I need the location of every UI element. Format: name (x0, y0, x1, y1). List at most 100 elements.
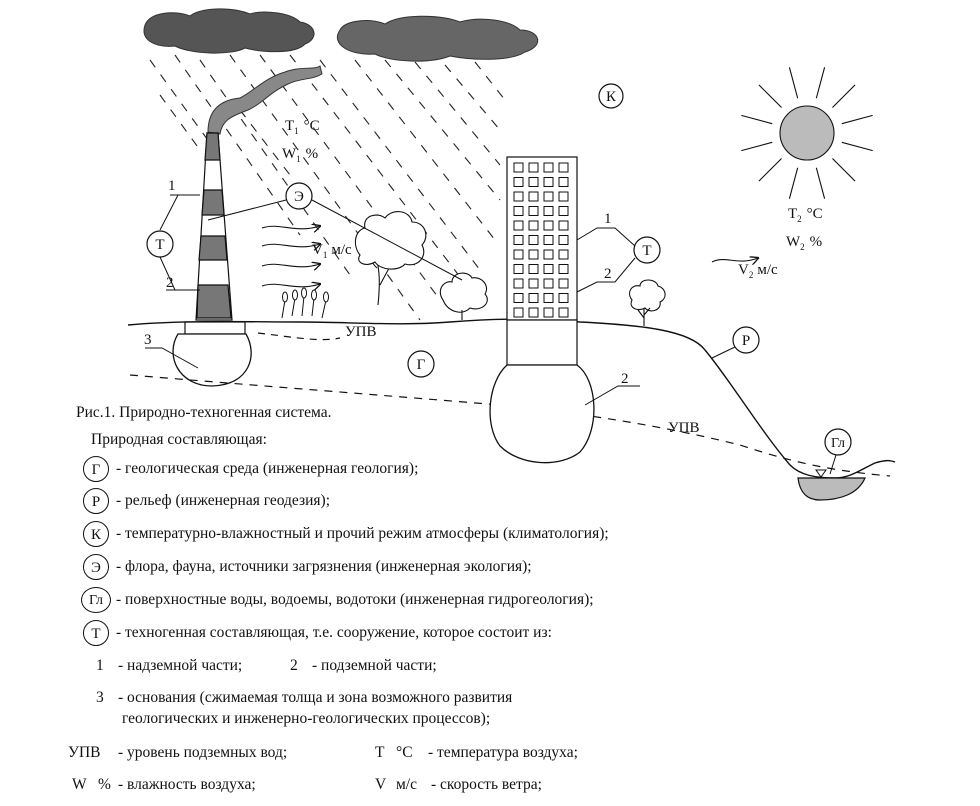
part-2-num: 2 (290, 657, 298, 674)
sun-ray (758, 84, 782, 108)
building-window (543, 220, 554, 231)
part-2-text: - подземной части; (312, 657, 437, 674)
building-window (543, 307, 554, 318)
building-window (513, 293, 524, 303)
chimney (184, 132, 246, 335)
building-window (513, 191, 524, 202)
part-3-num: 3 (96, 689, 104, 706)
def-t-symbol: T (375, 744, 385, 761)
building-window (528, 177, 539, 187)
svg-text:T1°C: T1°C (285, 118, 320, 136)
def-v-unit: м/с (396, 776, 417, 793)
label-G: Г (407, 350, 435, 378)
building-window (513, 278, 524, 289)
svg-text:Т: Т (642, 243, 651, 259)
legend-text-G: - геологическая среда (инженерная геолог… (116, 460, 419, 477)
legend-text-E: - флора, фауна, источники загрязнения (и… (116, 558, 532, 575)
sun-ray (758, 158, 782, 182)
svg-text:Э: Э (294, 189, 304, 205)
caption-title: Рис.1. Природно-техногенная система. (76, 404, 332, 421)
chimney-foundation (172, 333, 252, 387)
building-window (513, 264, 524, 274)
w1-label: W1% (282, 146, 318, 164)
label-T-left: Т (146, 230, 174, 258)
def-w-unit: % (98, 776, 111, 793)
building-window (513, 162, 524, 173)
num-2-building: 2 (604, 266, 612, 282)
building-window (513, 249, 524, 260)
cloud-left (143, 8, 315, 54)
building-window (543, 249, 554, 260)
building-window (528, 162, 539, 173)
building-window (558, 307, 569, 318)
part-3-line1: - основания (сжимаемая толща и зона возм… (118, 689, 513, 706)
svg-text:W2%: W2% (786, 234, 822, 252)
building-window (528, 235, 539, 245)
building-window (558, 235, 569, 245)
sun-ray (788, 167, 799, 199)
legend-text-R: - рельеф (инженерная геодезия); (116, 492, 331, 509)
building-window (528, 206, 539, 216)
building-window (528, 249, 539, 260)
tree-large (354, 211, 427, 306)
tree-right (629, 279, 666, 326)
leader-lines (145, 194, 837, 475)
upv-label-right: УПВ (668, 420, 699, 436)
legend-text-T: - техногенная составляющая, т.е. сооруже… (116, 624, 552, 641)
sun-ray (832, 158, 856, 182)
label-Gl: Гл (824, 428, 852, 456)
label-E: Э (285, 182, 313, 210)
building-window (558, 293, 569, 303)
building-window (558, 177, 569, 187)
sun (741, 67, 873, 199)
building-window (543, 206, 554, 216)
sun-ray (741, 141, 773, 152)
sun-ray (815, 67, 826, 99)
sun-ray (832, 84, 856, 108)
num-1-chimney: 1 (168, 178, 176, 194)
building-window (558, 162, 569, 173)
legend-symbol-G: Г (83, 456, 109, 482)
svg-text:К: К (606, 89, 617, 105)
def-t-text: - температура воздуха; (428, 744, 578, 761)
num-3: 3 (144, 332, 152, 348)
upv-label-upper: УПВ (345, 324, 376, 340)
caption-subtitle: Природная составляющая: (91, 431, 267, 448)
svg-text:Р: Р (742, 333, 750, 349)
building-window (543, 264, 554, 274)
ground-surface (127, 318, 896, 479)
building-window (543, 235, 554, 245)
def-v-symbol: V (375, 776, 387, 793)
legend-symbol-Gl: Гл (81, 587, 111, 613)
building-window (513, 177, 524, 187)
building-window (528, 191, 539, 202)
svg-text:Т: Т (155, 237, 164, 253)
building-window (558, 206, 569, 216)
building-window (558, 220, 569, 231)
label-K: К (598, 83, 624, 109)
legend-symbol-K: К (83, 521, 109, 547)
svg-text:Гл: Гл (831, 436, 845, 451)
def-w-symbol: W (72, 776, 87, 793)
legend-text-Gl: - поверхностные воды, водоемы, водотоки … (116, 591, 594, 608)
building-window (513, 220, 524, 231)
tree-small (439, 272, 488, 320)
legend-symbol-T: Т (83, 620, 109, 646)
building-window (513, 206, 524, 216)
wind-arrow-right (711, 258, 758, 262)
wind-arrows-left (261, 226, 320, 287)
t2-label: T2°C (788, 206, 823, 224)
building-window (543, 191, 554, 202)
water-body (797, 477, 866, 501)
cloud-right (337, 15, 538, 62)
w2-label: W2% (786, 234, 822, 252)
svg-text:W1%: W1% (282, 146, 318, 164)
part-1-text: - надземной части; (118, 657, 243, 674)
label-T-right: Т (633, 236, 661, 264)
building-window (513, 235, 524, 245)
building-window (543, 278, 554, 289)
part-1-num: 1 (96, 657, 104, 674)
